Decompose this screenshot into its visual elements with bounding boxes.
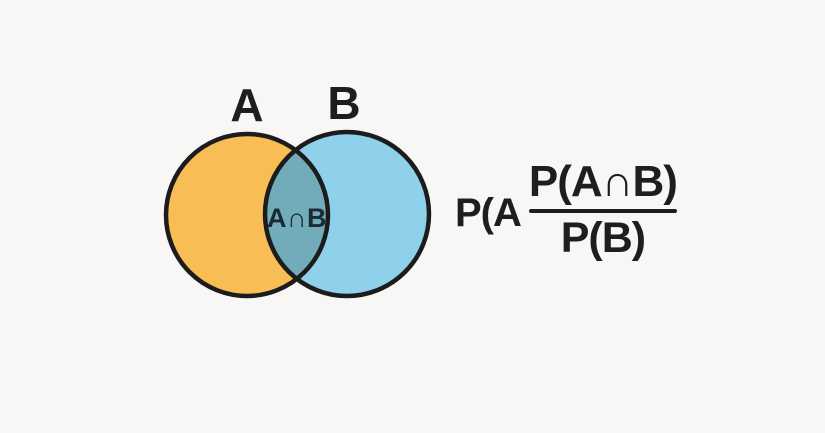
set-b-outline (262, 129, 432, 299)
set-b-label: B (327, 77, 360, 129)
fraction-bar (528, 209, 677, 213)
set-a-label: A (230, 79, 263, 131)
formula-numerator: P(A∩B) (528, 157, 678, 206)
formula-denominator: P(B) (560, 214, 646, 262)
intersection-region (265, 134, 328, 296)
conditional-probability-formula: P(A P(A∩B) P(B) (455, 157, 678, 262)
set-a-outline (163, 131, 331, 299)
formula-prefix: P(A (455, 191, 522, 235)
formula-fraction: P(A∩B) P(B) (528, 157, 678, 262)
intersection-label: A∩B (267, 203, 327, 233)
